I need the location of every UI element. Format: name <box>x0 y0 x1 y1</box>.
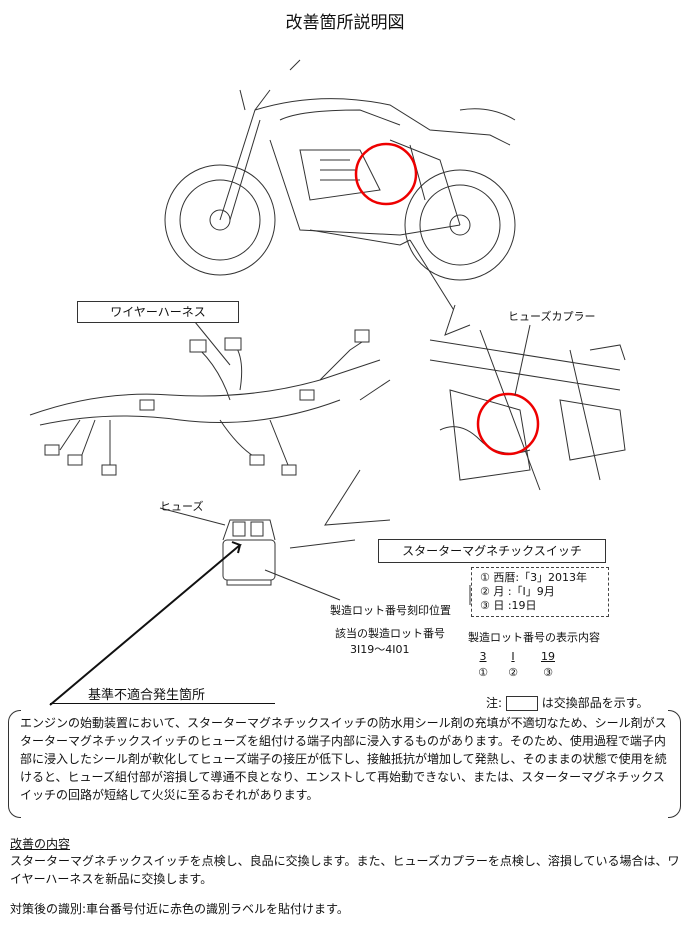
lot-legend-caption: 製造ロット番号の表示内容 <box>468 631 600 644</box>
lot-position-label: 製造ロット番号刻印位置 <box>330 604 451 617</box>
replacement-note: 注: は交換部品を示す。 <box>486 694 649 711</box>
lot-parts-row: 3 I 19 <box>468 645 588 664</box>
fuse-label: ヒューズ <box>160 500 204 513</box>
wire-harness-label: ワイヤーハーネス <box>77 301 239 323</box>
motorcycle-illustration <box>164 59 516 281</box>
lot-markers-row: ① ② ③ <box>468 661 588 680</box>
note-legend-box <box>505 696 538 711</box>
lot-marker-2: ② <box>508 666 518 679</box>
improvement-heading: 改善の内容 <box>10 837 71 851</box>
defect-location-underline <box>50 703 275 704</box>
improvement-text: スターターマグネチックスイッチを点検し、良品に交換します。また、ヒューズカプラー… <box>10 854 680 886</box>
wire-harness-illustration <box>29 329 391 476</box>
lot-legend-year: ① 西暦:「3」2013年 <box>480 571 588 584</box>
highlight-circle-bike <box>354 142 418 206</box>
lot-part-month: I <box>511 650 515 663</box>
note-prefix: 注: <box>486 696 503 710</box>
lot-part-day: 19 <box>541 650 555 663</box>
lot-part-year: 3 <box>479 650 487 663</box>
lot-legend-day: ③ 日 :19日 <box>480 599 537 612</box>
defect-location-label: 基準不適合発生箇所 <box>88 688 206 703</box>
identification-text: 対策後の識別:車台番号付近に赤色の識別ラベルを貼付けます。 <box>10 902 349 916</box>
lot-marker-1: ① <box>478 666 488 679</box>
note-suffix: は交換部品を示す。 <box>541 696 649 710</box>
lot-legend-box: ① 西暦:「3」2013年 ② 月 :「I」9月 ③ 日 :19日 <box>471 567 609 617</box>
starter-switch-label: スターターマグネチックスイッチ <box>378 539 606 563</box>
highlight-circle-coupler <box>476 392 540 456</box>
lot-applicable-range: 3I19～4I01 <box>350 643 410 656</box>
lot-marker-3: ③ <box>543 666 553 679</box>
page-title: 改善箇所説明図 <box>285 13 405 33</box>
lot-legend-month: ② 月 :「I」9月 <box>480 585 555 598</box>
fuse-coupler-detail-illustration <box>429 330 626 491</box>
lot-applicable-title: 該当の製造ロット番号 <box>335 627 445 640</box>
fuse-coupler-label: ヒューズカプラー <box>508 310 596 323</box>
defect-description: エンジンの始動装置において、スターターマグネチックスイッチの防水用シール剤の充填… <box>20 716 667 802</box>
